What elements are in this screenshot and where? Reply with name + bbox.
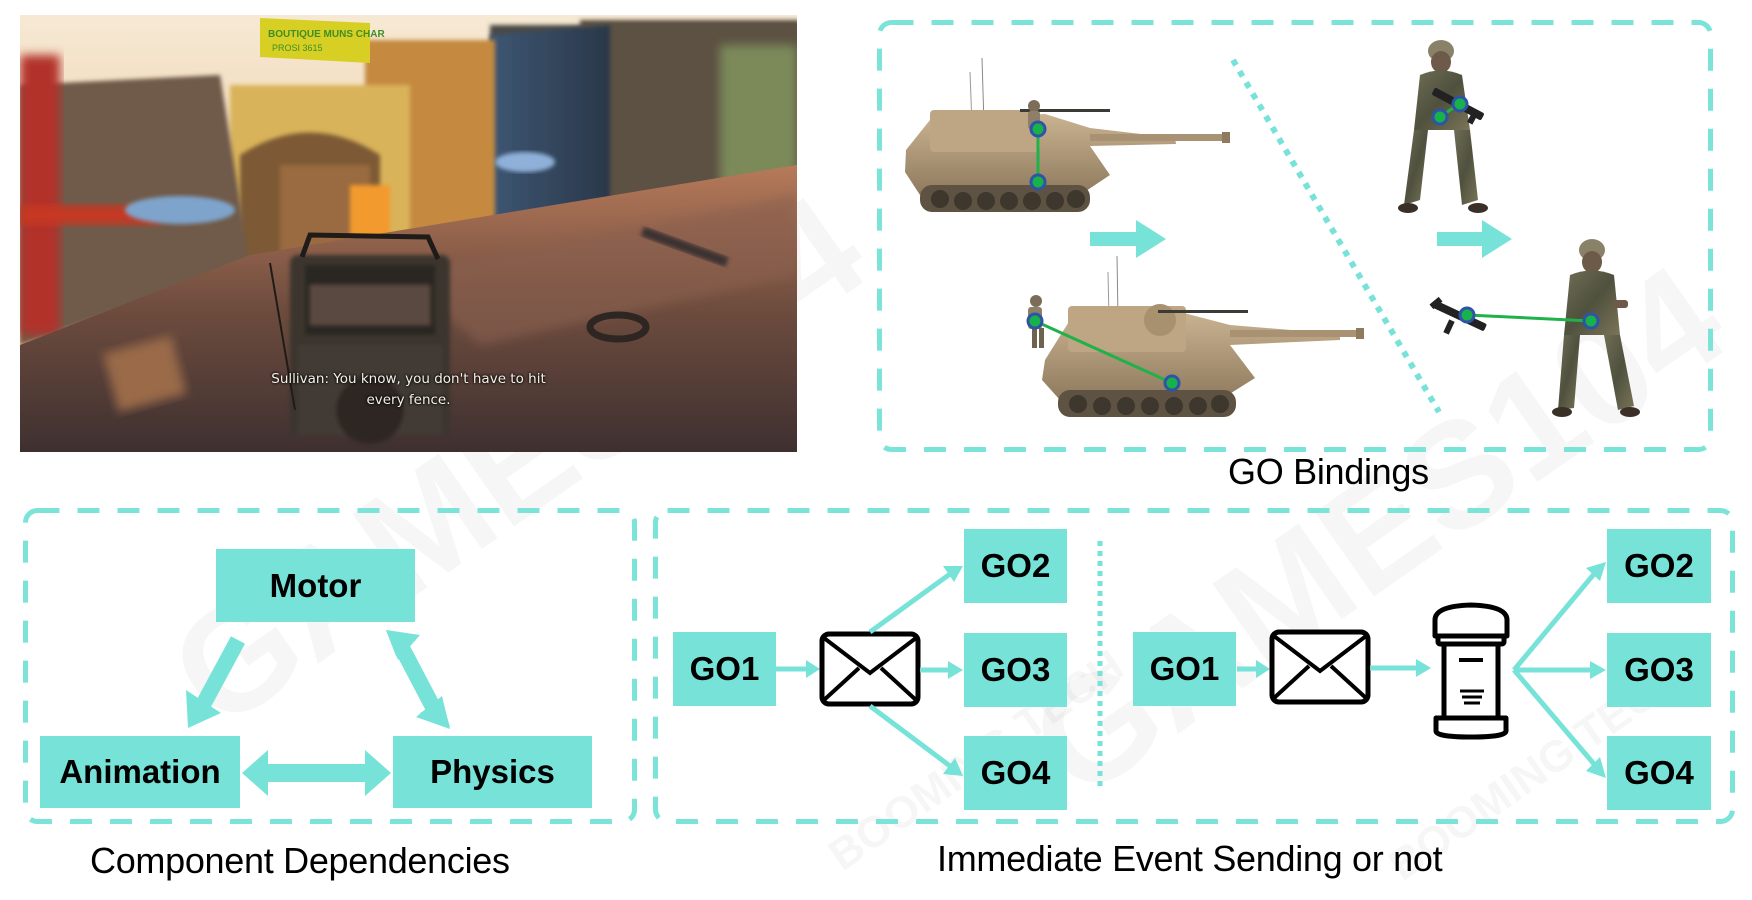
component-dependencies-caption: Component Dependencies (90, 840, 510, 881)
binding-point (1582, 312, 1600, 330)
billboard-subtext: PROSI 3615 (272, 43, 323, 53)
arrow-motor-to-animation (186, 636, 246, 728)
node-go4-immediate: GO4 (964, 736, 1067, 810)
subtitle-line-2: every fence. (366, 392, 451, 408)
go-bindings-caption: GO Bindings (1228, 451, 1429, 492)
subtitle-line-1: Sullivan: You know, you don't have to hi… (271, 371, 546, 387)
binding-point (1431, 108, 1449, 126)
node-go3-immediate: GO3 (964, 633, 1067, 707)
node-motor: Motor (216, 549, 415, 622)
node-go1-immediate: GO1 (673, 632, 776, 706)
event-sending-frame (653, 508, 1735, 824)
binding-point (1029, 173, 1047, 191)
arrow-go1-to-envelope (776, 660, 820, 678)
arrow-envelope-to-go2 (868, 566, 963, 635)
billboard-text: BOUTIQUE MUNS CHAR (268, 29, 385, 40)
soldier-icon (1552, 239, 1640, 417)
binding-line (1034, 319, 1173, 385)
arrow-right-icon (1437, 220, 1512, 258)
go-bindings-frame (877, 20, 1713, 452)
envelope-icon (1269, 629, 1371, 705)
arrow-envelope-to-mailbox (1370, 659, 1431, 677)
mailbox-icon (1432, 602, 1510, 740)
game-screenshot: BOUTIQUE MUNS CHAR PROSI 3615 (20, 15, 797, 452)
tank-icon (905, 57, 1230, 212)
binding-point (1029, 120, 1047, 138)
node-go4-deferred: GO4 (1607, 736, 1711, 810)
arrow-motor-physics (386, 630, 450, 729)
arrow-mailbox-to-go2 (1512, 562, 1606, 672)
arrow-go1-to-envelope-deferred (1237, 660, 1270, 678)
envelope-icon (819, 631, 921, 707)
binding-point (1451, 95, 1469, 113)
binding-point (1026, 312, 1044, 330)
arrow-envelope-to-go4 (868, 704, 963, 776)
event-sending-caption: Immediate Event Sending or not (937, 838, 1443, 879)
node-go2-immediate: GO2 (964, 529, 1067, 603)
node-animation: Animation (40, 736, 240, 808)
node-go3-deferred: GO3 (1607, 633, 1711, 707)
binding-line (1466, 313, 1592, 323)
node-physics: Physics (393, 736, 592, 808)
arrow-right-icon (1090, 220, 1166, 258)
panel-divider (1230, 58, 1442, 414)
component-dependencies-frame (23, 508, 637, 824)
tank-icon (1042, 255, 1364, 417)
node-go1-deferred: GO1 (1133, 632, 1236, 706)
arrow-envelope-to-go3 (920, 661, 963, 679)
node-go2-deferred: GO2 (1607, 529, 1711, 603)
game-subtitle: Sullivan: You know, you don't have to hi… (20, 369, 797, 411)
binding-point (1458, 306, 1476, 324)
arrow-mailbox-to-go4 (1512, 668, 1606, 778)
arrow-animation-physics (242, 750, 391, 796)
game-scene-illustration: BOUTIQUE MUNS CHAR PROSI 3615 (20, 15, 797, 452)
arrow-mailbox-to-go3 (1514, 661, 1606, 679)
binding-point (1163, 374, 1181, 392)
